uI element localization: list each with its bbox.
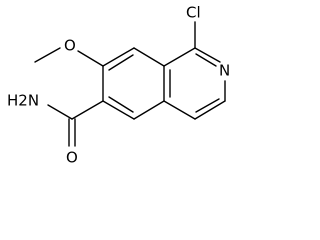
atom-label-carbonyl-oxygen: O (66, 149, 78, 167)
bond-c8a-c8 (133, 47, 165, 67)
atom-label-chlorine: Cl (186, 4, 201, 22)
bond-c1-n2 (194, 47, 221, 63)
chemical-structure-diagram: Cl N O H2N O (7, 4, 230, 167)
bond-c8-c7-double (108, 54, 134, 71)
bond-o-ch3 (34, 47, 61, 63)
bond-c7-o (77, 50, 104, 67)
bond-c1-c8a (163, 47, 196, 67)
bonds (34, 21, 226, 147)
bond-c5-c4a (133, 100, 165, 120)
bond-c6-c5-double (108, 96, 134, 113)
bond-c1-n2-double (195, 53, 217, 67)
bond-c8-c7 (102, 47, 135, 67)
bond-c3-c4 (194, 100, 226, 120)
bond-carbonyl-n (47, 104, 73, 120)
bond-c6-carbonyl (71, 100, 104, 120)
atom-label-methoxy-oxygen: O (64, 37, 76, 55)
bond-c3-c4-double (195, 98, 220, 113)
atom-label-ring-nitrogen: N (219, 62, 230, 80)
bond-c4-c4a (163, 100, 196, 120)
atom-label-amide-nitrogen: H2N (7, 92, 39, 110)
bond-c6-c5 (102, 100, 135, 120)
